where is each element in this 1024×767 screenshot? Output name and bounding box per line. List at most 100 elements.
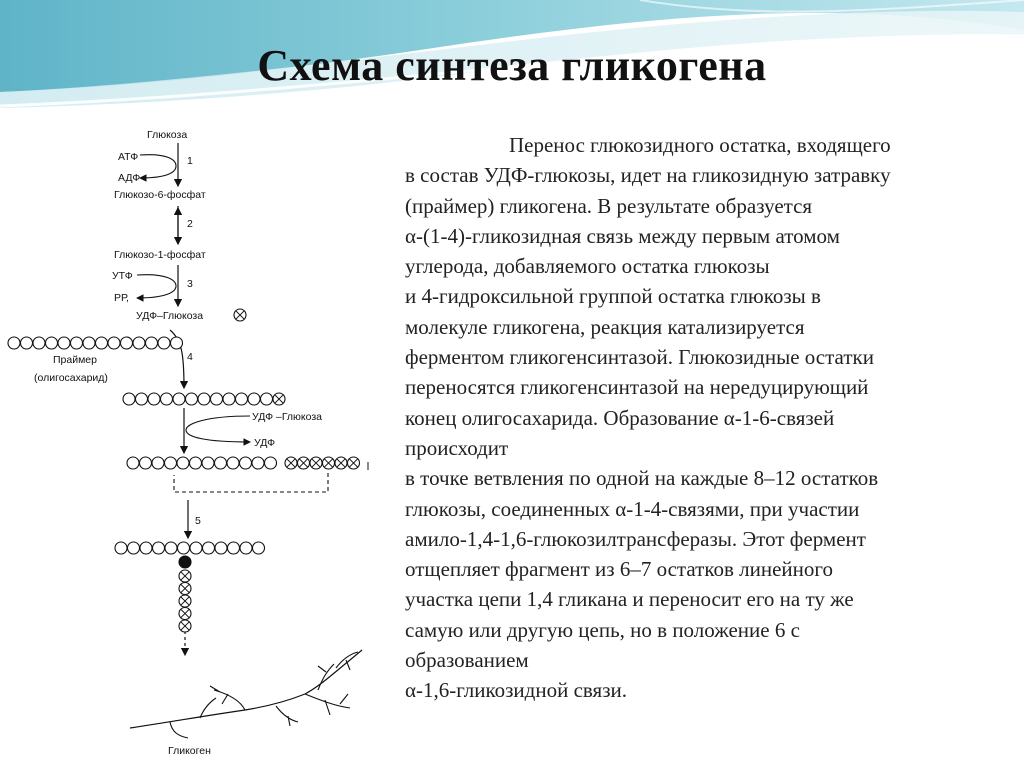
glucose-residue bbox=[184, 392, 199, 406]
arrow-udp-glucose-udp bbox=[185, 415, 252, 446]
label-udp: УДФ bbox=[254, 437, 275, 449]
text-line: в состав УДФ-глюкозы, идет на гликозидну… bbox=[405, 163, 891, 188]
glucose-residue bbox=[44, 336, 59, 350]
glucose-residue-crossed bbox=[233, 308, 247, 322]
text-line: Перенос глюкозидного остатка, входящего bbox=[509, 133, 891, 157]
glucose-residue bbox=[259, 392, 274, 406]
label-ppi: РР, bbox=[114, 292, 129, 304]
description-text: Перенос глюкозидного остатка, входящего в… bbox=[405, 130, 1005, 706]
glucose-residue bbox=[238, 456, 253, 470]
glucose-residue bbox=[126, 541, 141, 555]
glucose-residue bbox=[309, 456, 323, 470]
glucose-residue bbox=[188, 456, 203, 470]
glucose-residue-crossed bbox=[178, 594, 192, 608]
glucose-residue bbox=[189, 541, 203, 555]
glucose-residue bbox=[159, 392, 174, 406]
glucose-residue bbox=[263, 456, 278, 470]
glucose-residue-crossed bbox=[178, 581, 192, 596]
label-udp-glucose-2: УДФ –Глюкоза bbox=[252, 411, 322, 423]
arrow-utp-ppi bbox=[135, 274, 177, 302]
step-3: 3 bbox=[187, 278, 193, 290]
glucose-residue bbox=[69, 336, 84, 350]
glucose-residue-crossed bbox=[178, 606, 192, 621]
glucose-residue bbox=[334, 456, 348, 470]
text-line: конец олигосахарида. Образование α-1-6-с… bbox=[405, 405, 835, 430]
glycogen-branch-extra bbox=[275, 651, 359, 727]
label-udp-glucose: УДФ–Глюкоза bbox=[136, 310, 203, 322]
udp-glucose-residue bbox=[233, 308, 247, 322]
step-1: 1 bbox=[187, 155, 193, 167]
text-line: участка цепи 1,4 гликана и переносит его… bbox=[405, 587, 854, 612]
glucose-residue bbox=[226, 456, 240, 470]
glucose-residue bbox=[222, 392, 236, 406]
text-line: в точке ветвления по одной на каждые 8–1… bbox=[405, 466, 879, 491]
text-line: углерода, добавляемого остатка глюкозы bbox=[405, 254, 770, 279]
glucose-residue bbox=[107, 336, 121, 350]
glucose-residue bbox=[134, 392, 149, 406]
text-line: α-(1-4)-гликозидная связь между первым а… bbox=[405, 223, 840, 248]
label-atp: АТФ bbox=[118, 151, 138, 163]
glucose-residue-crossed bbox=[178, 619, 192, 633]
glucose-residue bbox=[119, 336, 134, 350]
label-oligosaccharide: (олигосахарид) bbox=[34, 372, 108, 384]
glucose-residue bbox=[234, 392, 249, 406]
glucose-chains bbox=[7, 336, 361, 633]
glucose-residue bbox=[163, 456, 178, 470]
glucose-residue bbox=[201, 541, 216, 555]
glucose-residue bbox=[251, 541, 266, 555]
glucose-residue bbox=[151, 456, 165, 470]
branch-point-residue bbox=[178, 555, 192, 569]
glucose-residue bbox=[82, 336, 96, 350]
text-line: образованием bbox=[405, 648, 529, 673]
label-utp: УТФ bbox=[112, 270, 133, 282]
glucose-residue bbox=[94, 336, 109, 350]
glucose-residue bbox=[321, 456, 336, 470]
glucose-residue bbox=[151, 541, 166, 555]
glucose-residue bbox=[239, 541, 253, 555]
glucose-residue bbox=[122, 392, 136, 406]
glycogen-branch-left bbox=[169, 685, 246, 739]
text-line: амило-1,4-1,6-глюкозилтрансферазы. Этот … bbox=[405, 526, 866, 551]
glucose-residue bbox=[284, 456, 298, 470]
glucose-residue-crossed bbox=[178, 569, 192, 583]
glucose-residue bbox=[272, 392, 286, 406]
text-line: и 4-гидроксильной группой остатка глюкоз… bbox=[405, 284, 821, 309]
step-5: 5 bbox=[195, 515, 201, 527]
glucose-residue bbox=[247, 392, 261, 406]
text-line: глюкозы, соединенных α-1-4-связями, при … bbox=[405, 496, 860, 521]
arrow-atp-adp bbox=[138, 154, 177, 182]
glucose-residue bbox=[164, 541, 178, 555]
glycogen-main-chain bbox=[129, 649, 363, 729]
glucose-residue bbox=[251, 456, 265, 470]
glucose-residue bbox=[144, 336, 159, 350]
glucose-residue bbox=[226, 541, 241, 555]
branch-transfer-bracket bbox=[173, 473, 329, 493]
glucose-residue bbox=[32, 336, 46, 350]
text-line: (праймер) гликогена. В результате образу… bbox=[405, 193, 813, 218]
text-line: молекуле гликогена, реакция катализирует… bbox=[405, 314, 805, 339]
glucose-residue bbox=[213, 456, 228, 470]
glucose-residue bbox=[169, 336, 184, 350]
label-glucose: Глюкоза bbox=[147, 129, 187, 141]
text-line: ферментом гликогенсинтазой. Глюкозидные … bbox=[405, 345, 874, 370]
glucose-residue bbox=[296, 456, 311, 470]
glucose-residue bbox=[197, 392, 211, 406]
step-2: 2 bbox=[187, 218, 193, 230]
glucose-residue bbox=[201, 456, 215, 470]
glucose-residue bbox=[132, 336, 146, 350]
glucose-residue bbox=[176, 456, 190, 470]
arrow-step-4 bbox=[169, 329, 189, 390]
glucose-residue bbox=[138, 456, 153, 470]
glucose-residue bbox=[139, 541, 153, 555]
glucose-residue bbox=[176, 541, 191, 555]
glucose-residue bbox=[157, 336, 171, 350]
glucose-residue bbox=[209, 392, 224, 406]
glucose-residue bbox=[7, 336, 21, 350]
label-adp: АДФ bbox=[118, 172, 140, 184]
label-primer: Праймер bbox=[53, 354, 97, 366]
glucose-residue bbox=[114, 541, 128, 555]
slide-title: Схема синтеза гликогена bbox=[257, 41, 767, 90]
label-glycogen: Гликоген bbox=[168, 745, 211, 757]
